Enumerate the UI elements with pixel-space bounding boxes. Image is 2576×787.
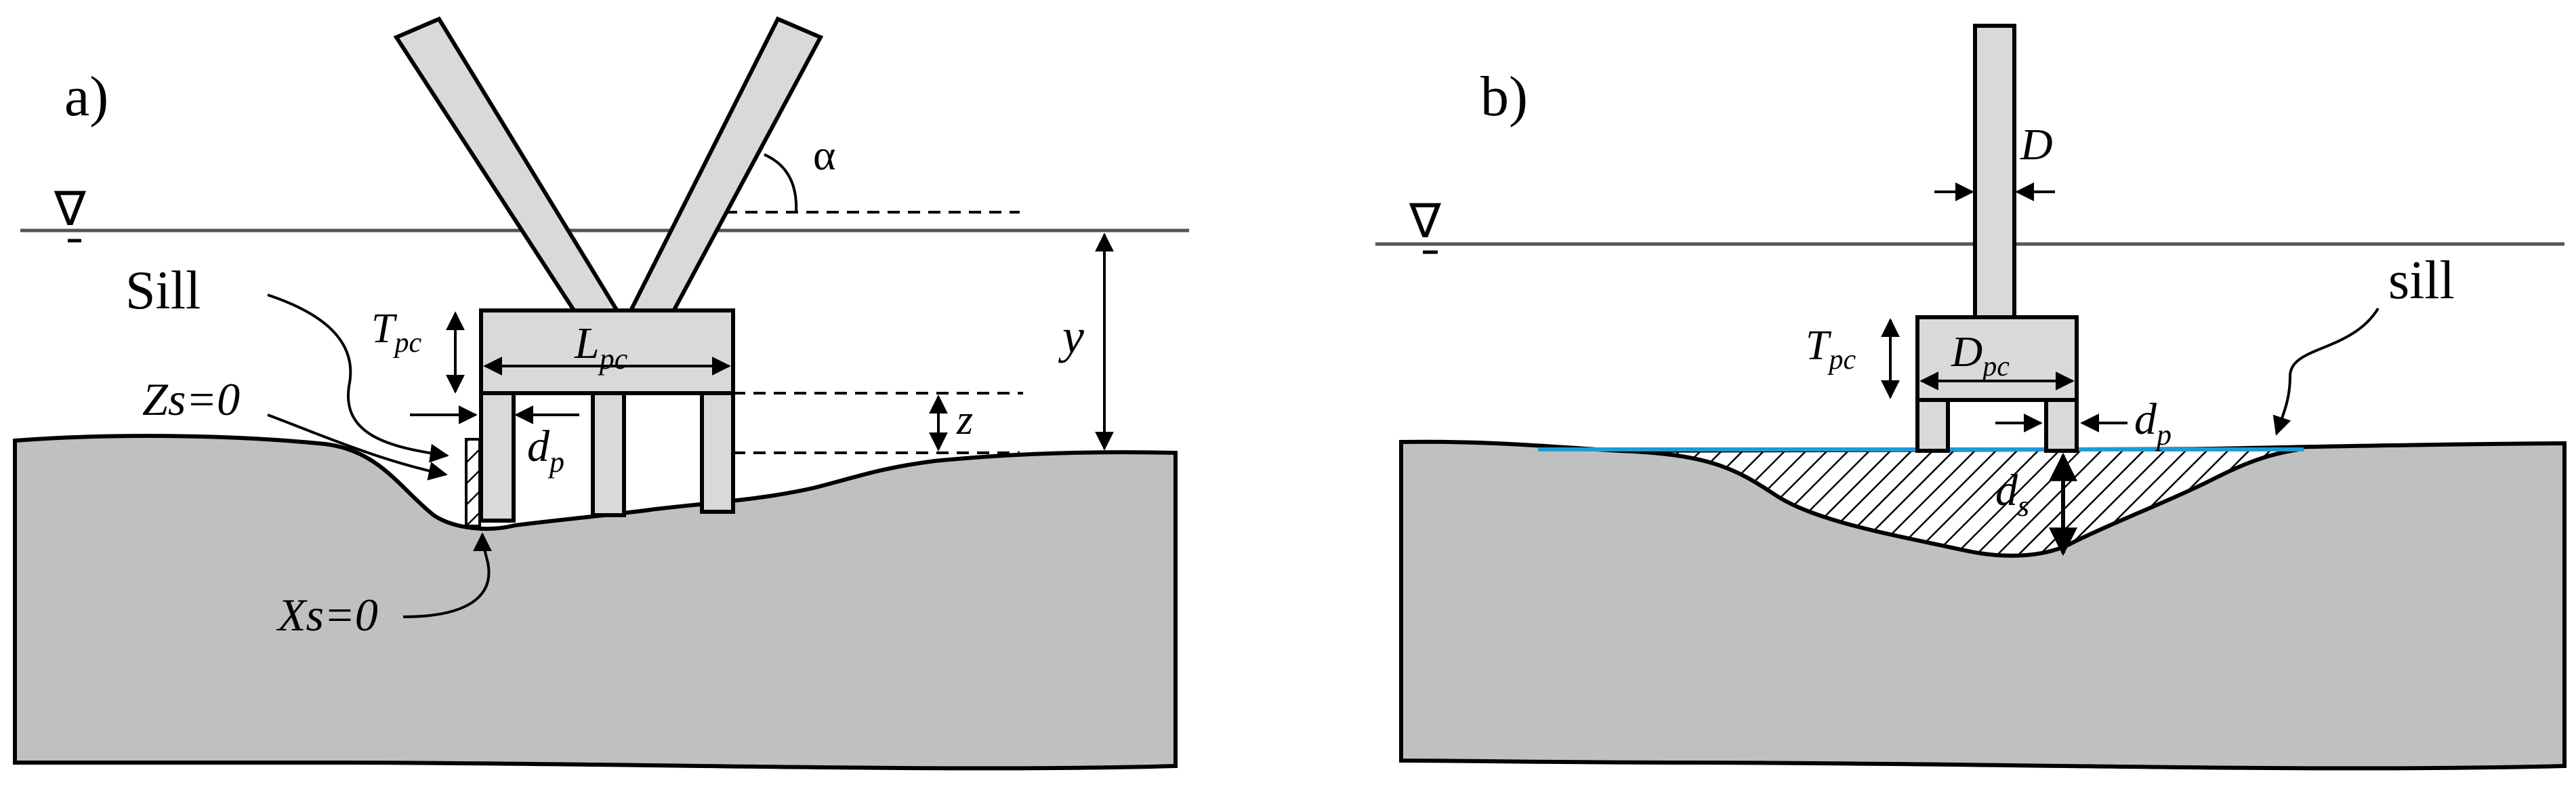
panel-b-dpc-label: Dpc bbox=[1951, 327, 2010, 382]
panel-b-dp-label: dp bbox=[2134, 395, 2172, 451]
panel-a: a) ∇ α Lpc Tpc dp z bbox=[13, 16, 1189, 771]
panel-a-sill-leader bbox=[267, 294, 449, 463]
panel-a-sill-label: Sill bbox=[125, 261, 201, 321]
panel-b-tpc-label: Tpc bbox=[1806, 323, 1856, 376]
panel-b-label: b) bbox=[1480, 65, 1528, 128]
panel-a-y-label: y bbox=[1058, 309, 1084, 363]
panel-a-label: a) bbox=[64, 65, 108, 128]
panel-a-xs-label: Xs=0 bbox=[276, 589, 378, 641]
panel-a-vertical-pile-2 bbox=[591, 391, 626, 517]
panel-a-zs-leader bbox=[267, 413, 448, 481]
panel-b-sill-leader bbox=[2272, 307, 2380, 436]
panel-a-vertical-pile-3 bbox=[700, 391, 735, 514]
panel-a-vertical-pile-1 bbox=[479, 391, 516, 523]
panel-a-alpha-label: α bbox=[813, 131, 836, 179]
panel-a-z-label: z bbox=[956, 397, 973, 443]
panel-b-water-level-icon: ∇ bbox=[1409, 196, 1442, 248]
panel-b-pile-right bbox=[2044, 398, 2079, 453]
panel-b-pier bbox=[1973, 24, 2016, 319]
panel-a-angle-arc bbox=[764, 153, 798, 213]
panel-b-d-label: D bbox=[2020, 120, 2053, 169]
panel-a-inclined-pile-left bbox=[393, 16, 626, 321]
panel-b-scour-hole bbox=[1619, 447, 2304, 558]
panel-a-lpc-label: Lpc bbox=[574, 319, 628, 376]
panel-a-zs-label: Zs=0 bbox=[142, 374, 240, 425]
panel-b-ds-label: ds bbox=[1995, 466, 2029, 523]
panel-b-pile-left bbox=[1915, 398, 1950, 453]
panel-a-water-level-icon: ∇ bbox=[54, 184, 87, 236]
panel-b-sill-label: sill bbox=[2388, 251, 2455, 310]
panel-a-sill bbox=[465, 438, 481, 527]
panel-a-tpc-label: Tpc bbox=[371, 306, 421, 359]
panel-a-xs-leader bbox=[402, 532, 493, 618]
panel-a-pile-cap bbox=[479, 308, 735, 395]
panel-b: b) ∇ D Dpc Tpc dp ds bbox=[1375, 24, 2567, 771]
panel-a-dp-label: dp bbox=[527, 422, 564, 479]
panel-a-inclined-pile-right bbox=[623, 16, 824, 321]
panel-a-seabed bbox=[13, 434, 1178, 771]
